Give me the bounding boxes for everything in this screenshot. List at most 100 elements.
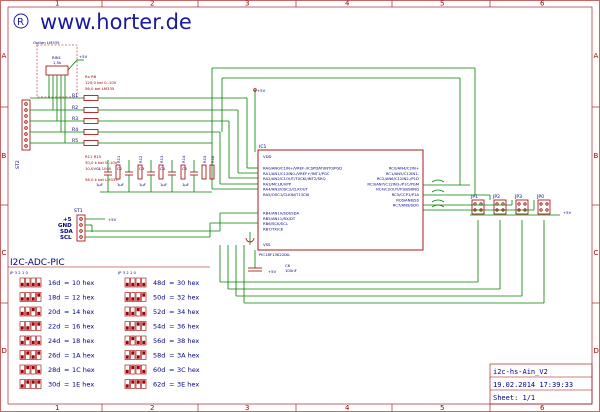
rc-bridge-1: [431, 179, 445, 183]
row-label-B-right: B: [594, 152, 599, 160]
addr-jumper-box: [19, 292, 25, 302]
addr-jumper-box: [135, 321, 141, 331]
cap-value-c3: 1µF: [139, 182, 146, 187]
ic-left-pin-b-0: RB4/AN10/SDI/SDA: [263, 211, 299, 216]
title-block-date: 19.02.2014 17:39:33: [493, 381, 573, 389]
addr-jumper-box: [19, 277, 25, 288]
addr-jumper-box: [141, 364, 147, 375]
addr-jumper-cap: [131, 311, 135, 316]
addr-jumper-box: [130, 277, 136, 288]
addr-jumper-cap: [136, 340, 140, 345]
addr-jumper-box: [135, 292, 141, 302]
addr-jumper-box: [141, 321, 147, 331]
vresistor-label-r12: R12: [138, 155, 143, 163]
vcc-mid-icon: [253, 88, 257, 92]
jumper-jp1[interactable]: [471, 199, 485, 215]
addr-jumper-box: [130, 321, 136, 331]
jumper-jp3[interactable]: [515, 199, 529, 215]
addr-jumper-cap: [37, 322, 41, 326]
addr-jumper-cap: [26, 326, 30, 330]
rin-vcc-wire: [67, 59, 78, 71]
addr-jumper-box: [30, 292, 36, 302]
addr-jumper-box: [30, 335, 36, 346]
addr-hex: 10 hex: [72, 279, 94, 287]
addr-jumper-box: [135, 335, 141, 346]
jumper-pin-d-3: [545, 208, 549, 212]
ic-left-pin-b-2: RB6/SCK/SCL: [263, 221, 289, 226]
title-block: [489, 363, 593, 405]
jumper-pin-c-3: [539, 208, 543, 212]
col-label-4-bottom: 4: [345, 404, 350, 412]
addr-jumper-box: [135, 364, 141, 375]
c6-vcc: +5V: [268, 269, 277, 274]
title-block-file: i2c-hs-Ain_V2: [493, 368, 548, 376]
jumper-jp2[interactable]: [493, 199, 507, 215]
addr-jumper-cap: [131, 282, 135, 287]
addr-hex: 18 hex: [72, 337, 94, 345]
rin-value: 1,5k: [53, 60, 62, 65]
addr-jumper-box: [135, 379, 141, 389]
resistor-label-r5: R5: [72, 138, 78, 144]
addr-jumper-cap: [26, 380, 30, 384]
addr-dec: 54d: [153, 323, 165, 331]
note-rrange-line1: 30,0 k bei 0..10V: [85, 160, 118, 165]
jumper-jp0[interactable]: [537, 199, 551, 215]
jumper-label-jp1: JP1: [470, 194, 478, 200]
addr-jumper-box: [36, 379, 42, 389]
addr-jumper-cap: [31, 307, 35, 312]
addr-jumper-box: [30, 277, 36, 288]
addr-jumper-cap: [20, 282, 24, 287]
cap-value-c1: 1µF: [96, 182, 103, 187]
rc-bridge-3: [431, 199, 445, 203]
addr-hex: 3C hex: [177, 366, 200, 374]
addr-jumper-box: [141, 306, 147, 317]
addr-dec: 18d: [48, 294, 60, 302]
addr-dec: 50d: [153, 294, 165, 302]
ic-left-pin-4: RA4/AN3/OSC2/CLKOUT: [263, 187, 308, 192]
vresistor-label-r11: R11: [116, 155, 121, 163]
col-label-3-top: 3: [245, 0, 249, 8]
vresistor-r11: [115, 164, 121, 180]
addr-dec: 56d: [153, 337, 165, 345]
addr-jumper-box: [30, 379, 36, 389]
addr-dec: 62d: [153, 381, 165, 389]
addr-jumper-cap: [37, 282, 41, 287]
addr-jumper-cap: [136, 380, 140, 384]
ic1-body: [257, 149, 424, 251]
header-url[interactable]: www.horter.de: [40, 10, 192, 34]
addr-jumper-cap: [26, 297, 30, 301]
addr-hex: 3E hex: [177, 381, 199, 389]
ic-left-pin-0: RA0/AN0/C1IN+/VREF-/ICSPDAT/INT0/PGD: [263, 166, 342, 171]
addr-jumper-box: [19, 306, 25, 317]
addr-eq: =: [64, 294, 69, 302]
addr-eq: =: [64, 352, 69, 360]
ic1-vss: VSS: [263, 242, 271, 247]
addr-jumper-cap: [26, 311, 30, 316]
addr-jumper-box: [130, 335, 136, 346]
addr-jumper-box: [135, 277, 141, 288]
addr-jumper-cap: [20, 340, 24, 345]
addr-jumper-box: [36, 306, 42, 317]
ic-right-pin-1: RC1/AN5/C12IN1-: [386, 171, 420, 176]
addr-jumper-box: [36, 321, 42, 331]
ic-right-pin-2: RC2/AN6/C12IN2-/P1D: [377, 176, 419, 181]
addr-jumper-cap: [31, 340, 35, 345]
addr-jumper-box: [135, 350, 141, 360]
note-rrange-line3: 56,0 k bei LM335: [85, 177, 118, 182]
addr-jumper-box: [19, 335, 25, 346]
st1-pin-gnd: GND: [58, 223, 72, 229]
addr-jumper-cap: [37, 340, 41, 345]
addr-hex: 32 hex: [177, 294, 199, 302]
addr-jumper-box: [25, 379, 31, 389]
row-label-B-left: B: [2, 152, 7, 160]
addr-jumper-box: [124, 277, 130, 288]
addr-jumper-box: [130, 292, 136, 302]
addr-hex: 1E hex: [72, 381, 94, 389]
jumper-pin-a-2: [517, 202, 521, 206]
addr-eq: =: [64, 381, 69, 389]
addr-jumper-box: [124, 292, 130, 302]
addr-jumper-box: [124, 335, 130, 346]
